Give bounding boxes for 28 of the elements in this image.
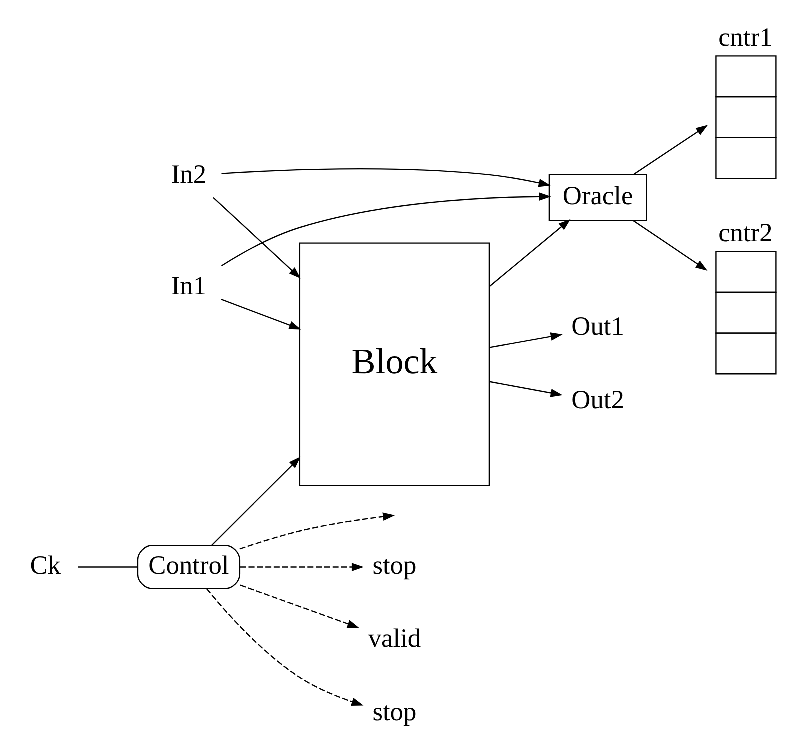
arrow <box>632 220 708 270</box>
node-box: Control <box>137 544 241 589</box>
node-box: Oracle <box>548 174 648 221</box>
arrow <box>221 192 552 266</box>
arrow <box>240 562 364 571</box>
node-text: stop <box>372 696 417 726</box>
arrow <box>240 584 360 628</box>
arrow <box>490 218 571 286</box>
node-text: Out2 <box>572 384 624 414</box>
node-label: cntr2 <box>718 217 773 248</box>
arrow <box>212 456 301 546</box>
node-text: stop <box>372 549 417 580</box>
arrow <box>240 512 396 550</box>
node-text: In1 <box>171 270 207 300</box>
arrow <box>206 588 364 706</box>
node-text: In2 <box>171 158 207 188</box>
arrow <box>490 380 563 397</box>
arrow <box>490 332 563 348</box>
arrow <box>633 124 708 175</box>
node-label: cntr1 <box>718 22 773 52</box>
node-text: Out1 <box>572 310 624 341</box>
node-box: Block <box>299 242 490 486</box>
arrow <box>213 196 301 278</box>
node-text: valid <box>368 622 422 653</box>
arrow <box>221 298 302 330</box>
node-text: Ck <box>30 549 61 580</box>
connector <box>78 566 138 568</box>
arrow <box>222 168 551 187</box>
